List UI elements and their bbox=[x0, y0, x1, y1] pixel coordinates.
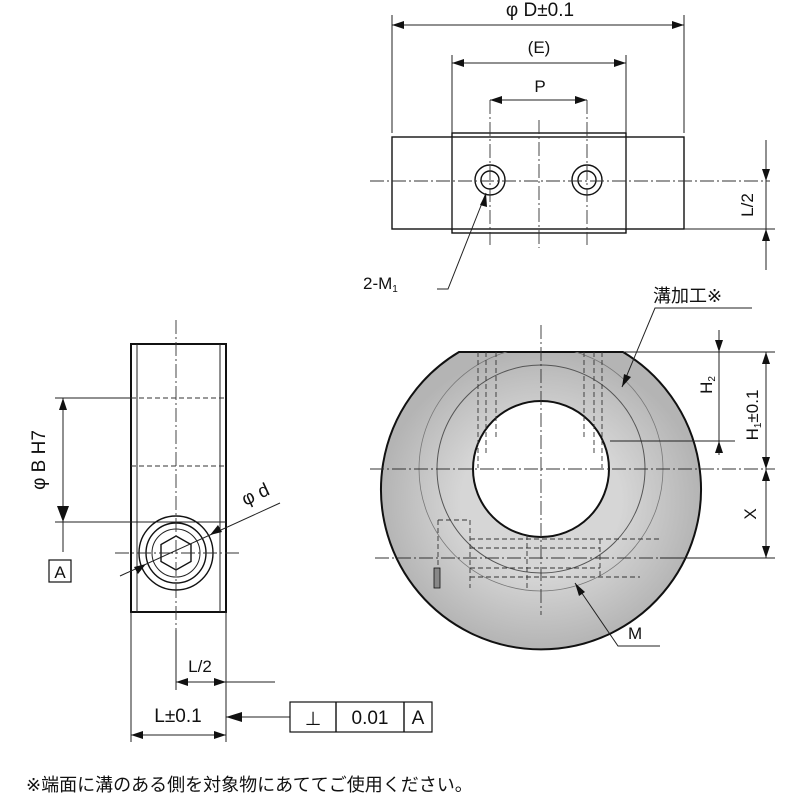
svg-text:H1±0.1: H1±0.1 bbox=[743, 390, 764, 441]
gdt-value: 0.01 bbox=[352, 708, 389, 729]
svg-text:H2: H2 bbox=[697, 376, 718, 394]
callout-groove-label: 溝加工※ bbox=[653, 286, 722, 307]
gdt-frame bbox=[289, 701, 433, 733]
dim-X-label: X bbox=[741, 508, 760, 519]
dim-H1-label: H bbox=[743, 428, 762, 440]
dim-P-label: P bbox=[534, 77, 545, 96]
side-view-body bbox=[130, 343, 227, 613]
dim-d-label: φ d bbox=[238, 480, 272, 511]
callout-M1-leader bbox=[437, 192, 487, 290]
gdt-perpendicularity-icon: ⊥ bbox=[305, 709, 322, 730]
callout-groove-leader bbox=[621, 307, 752, 388]
datum-A-label: A bbox=[54, 563, 66, 582]
gdt-datum: A bbox=[412, 708, 425, 729]
dim-B-label: φ B H7 bbox=[29, 430, 50, 490]
dim-H2-sub: 2 bbox=[707, 376, 718, 382]
dim-L-label: L±0.1 bbox=[154, 706, 201, 727]
datum-A-box bbox=[48, 559, 72, 583]
top-view bbox=[370, 100, 770, 248]
dim-H1-sub: 1 bbox=[753, 422, 764, 428]
callout-M1-label: 2-M bbox=[363, 274, 392, 293]
dim-H1-tol: ±0.1 bbox=[743, 390, 762, 423]
footnote: ※端面に溝のある側を対象物にあててご使用ください。 bbox=[26, 775, 473, 796]
callout-M-leader bbox=[574, 582, 660, 647]
dim-L-half-side-label: L/2 bbox=[188, 657, 212, 676]
callout-M-label: M bbox=[628, 624, 642, 643]
dim-L-half-top-label: L/2 bbox=[738, 193, 757, 217]
dim-E-label: (E) bbox=[528, 38, 551, 57]
top-view-dimensions bbox=[391, 15, 775, 270]
dim-D-label: φ D±0.1 bbox=[506, 0, 574, 21]
top-view-body bbox=[391, 136, 685, 230]
callout-M1-sub: 1 bbox=[392, 284, 398, 295]
side-view bbox=[115, 320, 240, 630]
side-view-dimensions bbox=[55, 397, 290, 742]
front-view bbox=[370, 325, 775, 651]
svg-text:2-M1: 2-M1 bbox=[363, 274, 398, 295]
dim-H2-label: H bbox=[697, 382, 716, 394]
front-view-dimensions bbox=[610, 330, 775, 559]
